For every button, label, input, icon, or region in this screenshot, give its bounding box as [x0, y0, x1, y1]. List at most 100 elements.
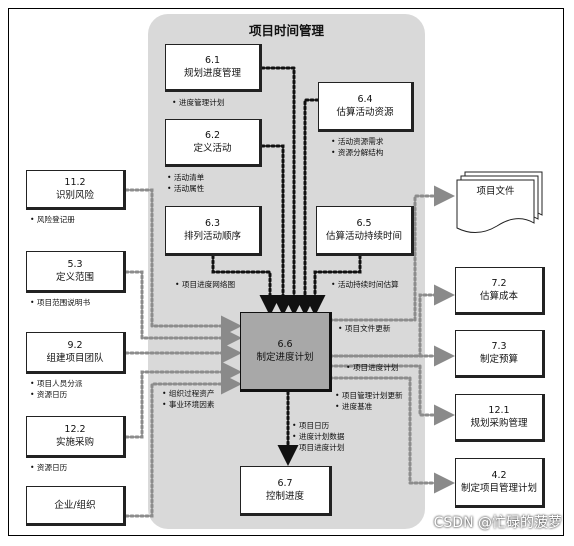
process-11-2[interactable]: 11.2 识别风险	[26, 170, 126, 210]
annotation-item: 资源日历	[30, 462, 67, 473]
annotation-item: 活动持续时间估算	[331, 279, 399, 290]
annotation-11-2: 风险登记册	[30, 214, 75, 225]
project-documents-label[interactable]: 项目文件	[457, 186, 534, 197]
annotation-6-2: 活动清单 活动属性	[167, 172, 204, 194]
process-9-2[interactable]: 9.2 组建项目团队	[26, 332, 126, 374]
annotation-item: 活动属性	[167, 183, 204, 194]
watermark: CSDN @忙碌的菠萝	[433, 515, 562, 531]
flow-5-3-to-6-6	[124, 270, 242, 349]
outer-frame	[8, 8, 564, 536]
flow-ent-to-6-6	[124, 373, 242, 518]
process-6-4[interactable]: 6.4 估算活动资源	[318, 82, 414, 132]
process-12-2-name: 实施采购	[55, 437, 94, 448]
flow-6-2-to-6-6	[260, 144, 294, 316]
process-6-3-name: 排列活动顺序	[183, 231, 241, 242]
process-9-2-name: 组建项目团队	[46, 353, 104, 364]
process-6-6-name: 制定进度计划	[256, 352, 314, 363]
process-6-3-num: 6.3	[204, 218, 221, 229]
flow-6-6-to-4-2	[328, 376, 455, 494]
process-7-3-num: 7.3	[491, 341, 507, 352]
process-11-2-num: 11.2	[64, 177, 86, 188]
annotation-schedule: 项目进度计划	[346, 362, 399, 373]
annotation-6-7: 项目日历 进度计划数据 项目进度计划	[292, 420, 345, 453]
annotation-item: 进度计划数据	[292, 431, 345, 442]
process-12-1[interactable]: 12.1 规划采购管理	[455, 394, 545, 442]
process-6-7-name: 控制进度	[265, 491, 304, 502]
project-documents-name: 项目文件	[476, 186, 515, 197]
annotation-item: 进度基准	[335, 401, 403, 412]
process-7-2-num: 7.2	[491, 278, 507, 289]
process-6-1-num: 6.1	[204, 55, 221, 66]
flow-6-1-to-6-6	[260, 66, 305, 316]
annotation-item: 事业环境因素	[162, 399, 215, 410]
enterprise-organization-name: 企业/组织	[54, 499, 96, 511]
process-7-2-name: 估算成本	[479, 291, 518, 302]
process-6-1[interactable]: 6.1 规划进度管理	[165, 44, 262, 92]
annotation-9-2: 项目人员分派 资源日历	[30, 378, 83, 400]
process-12-2-num: 12.2	[64, 424, 86, 435]
process-6-4-num: 6.4	[357, 94, 373, 105]
diagram-title: 项目时间管理	[248, 23, 324, 38]
annotation-pm-plan: 项目管理计划更新 进度基准	[335, 390, 403, 412]
process-4-2[interactable]: 4.2 制定项目管理计划	[455, 458, 545, 508]
flow-6-4-to-6-6	[294, 98, 320, 316]
process-6-1-name: 规划进度管理	[183, 68, 241, 79]
process-12-2[interactable]: 12.2 实施采购	[26, 416, 126, 458]
annotation-item: 项目范围说明书	[30, 297, 90, 308]
process-6-7[interactable]: 6.7 控制进度	[240, 466, 332, 516]
annotation-6-4: 活动资源需求 资源分解结构	[331, 136, 384, 158]
annotation-item: 进度管理计划	[172, 97, 225, 108]
annotation-item: 组织过程资产	[162, 388, 215, 399]
annotation-item: 资源日历	[30, 389, 82, 400]
process-6-6[interactable]: 6.6 制定进度计划	[240, 312, 332, 392]
annotation-item: 项目日历	[292, 420, 344, 431]
flow-6-5-to-6-6	[304, 254, 362, 316]
flow-6-6-to-docs	[328, 185, 455, 322]
process-6-2-num: 6.2	[204, 130, 221, 141]
enterprise-organization[interactable]: 企业/组织	[26, 486, 126, 526]
process-5-3-num: 5.3	[67, 259, 83, 270]
annotation-project-docs: 项目文件更新	[338, 323, 391, 334]
process-4-2-name: 制定项目管理计划	[460, 483, 537, 494]
annotation-item: 活动清单	[167, 172, 204, 183]
process-12-1-num: 12.1	[488, 405, 510, 416]
process-5-3-name: 定义范围	[55, 272, 94, 283]
flow-11-2-to-6-6	[124, 188, 242, 337]
annotation-item: 活动资源需求	[331, 136, 384, 147]
flow-12-2-to-6-6	[124, 361, 242, 439]
process-11-2-name: 识别风险	[55, 190, 94, 201]
annotation-item: 资源分解结构	[331, 147, 384, 158]
process-6-6-num: 6.6	[277, 339, 293, 350]
process-6-2-name: 定义活动	[193, 143, 232, 154]
annotation-6-3: 项目进度网络图	[175, 279, 235, 290]
annotation-item: 项目文件更新	[338, 323, 391, 334]
annotation-12-2: 资源日历	[30, 462, 67, 473]
process-12-1-name: 规划采购管理	[470, 418, 528, 429]
annotation-item: 项目管理计划更新	[335, 390, 403, 401]
process-6-2[interactable]: 6.2 定义活动	[165, 119, 262, 167]
flow-6-3-to-6-6	[211, 254, 281, 316]
process-6-5-name: 估算活动持续时间	[325, 231, 402, 242]
process-6-4-name: 估算活动资源	[336, 107, 394, 118]
process-5-3[interactable]: 5.3 定义范围	[26, 251, 126, 293]
documents-icon	[456, 171, 543, 233]
process-6-5[interactable]: 6.5 估算活动持续时间	[316, 206, 414, 256]
process-9-2-num: 9.2	[67, 340, 83, 351]
process-6-7-num: 6.7	[277, 478, 293, 489]
annotation-5-3: 项目范围说明书	[30, 297, 90, 308]
process-6-3[interactable]: 6.3 排列活动顺序	[165, 206, 262, 256]
annotation-item: 项目进度网络图	[175, 279, 235, 290]
process-6-5-num: 6.5	[356, 218, 372, 229]
annotation-6-5: 活动持续时间估算	[331, 279, 399, 290]
process-7-3[interactable]: 7.3 制定预算	[455, 330, 545, 378]
annotation-item: 风险登记册	[30, 214, 75, 225]
process-4-2-num: 4.2	[491, 470, 507, 481]
annotation-6-1: 进度管理计划	[172, 97, 225, 108]
annotation-item: 项目进度计划	[346, 362, 399, 373]
annotation-item: 项目进度计划	[292, 442, 345, 453]
annotation-item: 项目人员分派	[30, 378, 83, 389]
annotation-enterprise: 组织过程资产 事业环境因素	[162, 388, 215, 410]
process-7-2[interactable]: 7.2 估算成本	[455, 267, 545, 315]
process-7-3-name: 制定预算	[479, 354, 518, 365]
